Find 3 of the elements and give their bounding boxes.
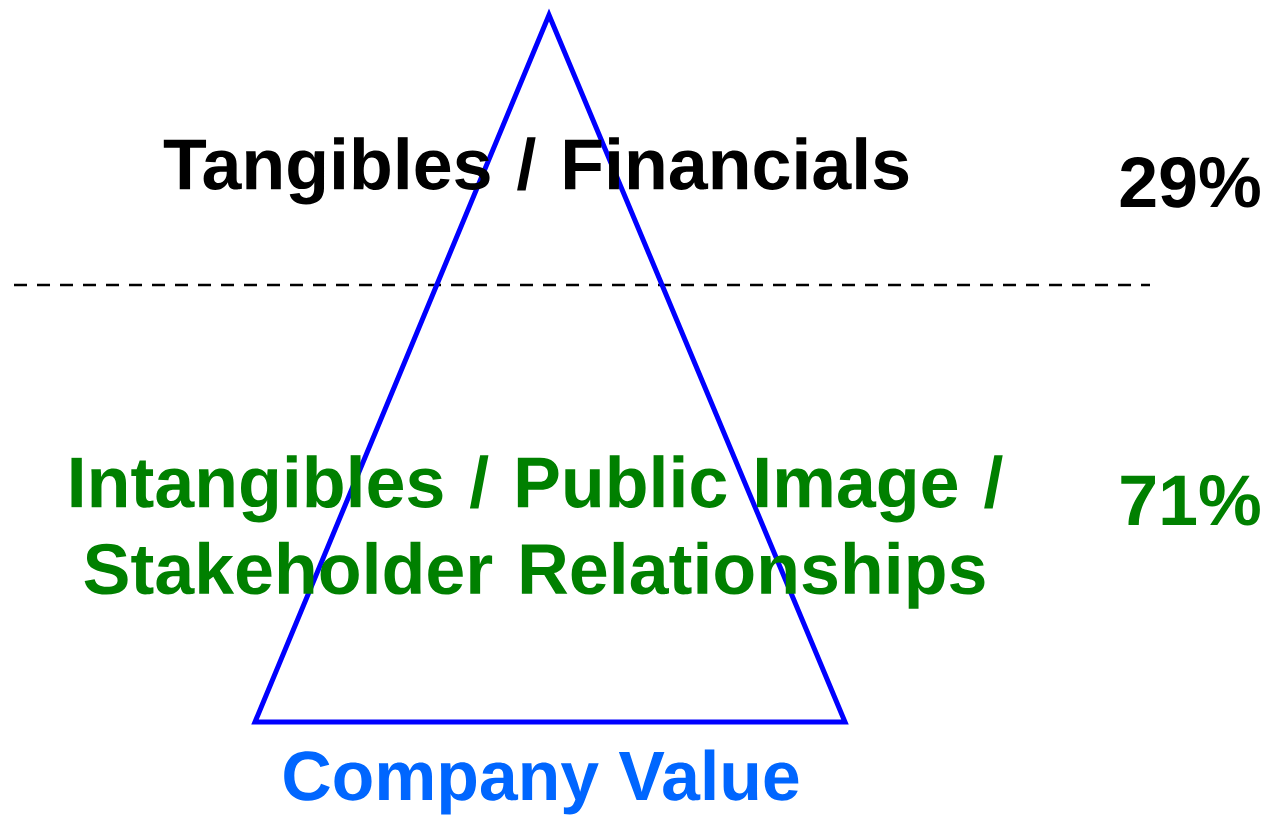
triangle-label: Company Value <box>284 749 799 815</box>
percentage-label: 71% <box>1121 475 1260 526</box>
percentage-label: 29% <box>1120 156 1260 208</box>
